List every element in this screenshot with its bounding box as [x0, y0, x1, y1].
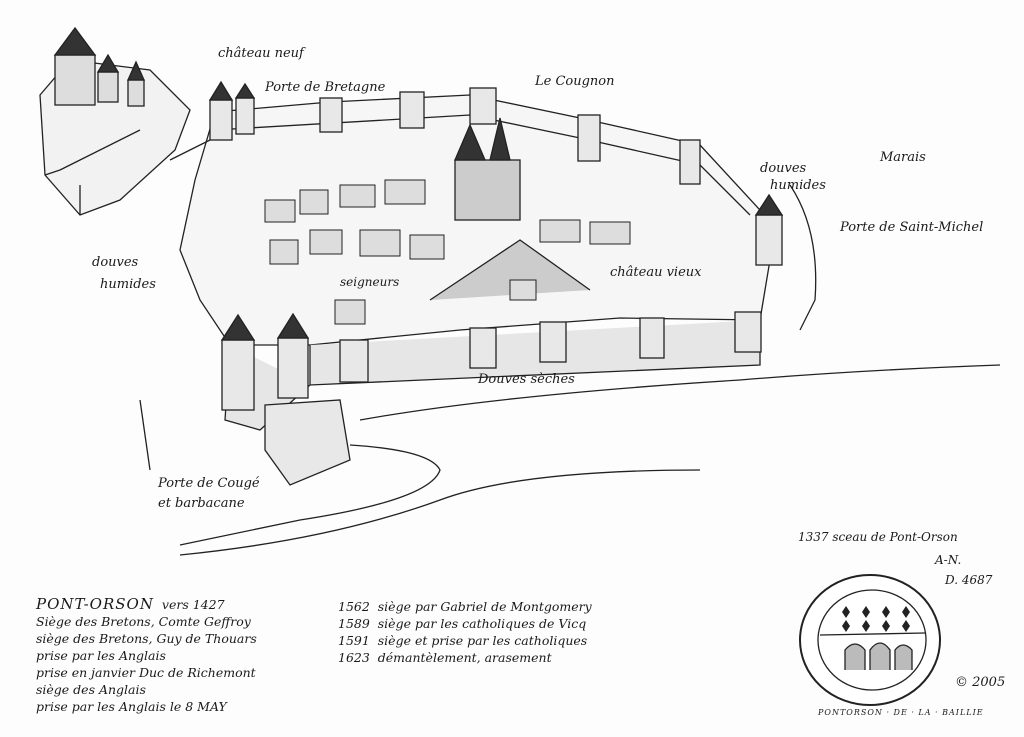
label-chateau-neuf: château neuf [218, 46, 304, 61]
label-douves-seches: Douves sèches [478, 372, 575, 387]
history-line: prise en janvier Duc de Richemont [36, 665, 256, 680]
label-line: humides [770, 178, 826, 193]
label-porte-saint-michel: Porte de Saint-Michel [840, 220, 984, 235]
title: PONT-ORSON [36, 595, 154, 613]
label-cougnon: Le Cougnon [535, 74, 615, 89]
label-line: douves [760, 161, 807, 176]
copyright: © 2005 [955, 675, 1006, 690]
year: 1562 [338, 599, 370, 614]
label-chateau-vieux: château vieux [610, 265, 702, 280]
year: 1589 [338, 616, 370, 631]
church [429, 117, 591, 301]
history-line: Siège des Bretons, Comte Geffroy [36, 614, 251, 629]
event: siège par les catholiques de Vicq [377, 616, 587, 631]
chateau-neuf-drawing [39, 26, 191, 216]
history-line: siège des Anglais [36, 682, 146, 697]
label-porte-couge: Porte de Cougé et barbacane [158, 474, 260, 514]
label-seigneurs: seigneurs [340, 275, 400, 289]
history-line: siège des Bretons, Guy de Thouars [36, 631, 257, 646]
year: 1591 [338, 633, 370, 648]
history-line: prise par les Anglais le 8 MAY [36, 699, 227, 714]
event: siège et prise par les catholiques [377, 633, 588, 648]
event: siège par Gabriel de Montgomery [377, 599, 592, 614]
label-line: humides [100, 277, 156, 292]
label-porte-bretagne: Porte de Bretagne [265, 80, 386, 95]
label-douves-humides-left: douves humides [92, 252, 156, 296]
towers [208, 80, 784, 486]
label-marais: Marais [880, 150, 926, 165]
year: vers 1427 [161, 597, 225, 612]
houses [264, 179, 631, 325]
seal-drawing [799, 574, 941, 706]
seal-ref-d: D. 4687 [945, 573, 993, 587]
history-right: 1562 siège par Gabriel de Montgomery 158… [338, 598, 592, 666]
label-douves-humides-right: douves humides [760, 160, 826, 194]
seal-ref-an: A-N. [935, 553, 962, 567]
label-line: Porte de Cougé [158, 476, 260, 491]
seal-caption: 1337 sceau de Pont-Orson [798, 530, 958, 544]
event: démantèlement, arasement [377, 650, 552, 665]
history-line: prise par les Anglais [36, 648, 166, 663]
history-left: PONT-ORSON vers 1427 Siège des Bretons, … [36, 596, 257, 715]
label-line: douves [92, 255, 139, 270]
year: 1623 [338, 650, 370, 665]
seal-ring-text: PONTORSON · DE · LA · BAILLIE [818, 708, 984, 717]
label-line: et barbacane [158, 496, 245, 511]
